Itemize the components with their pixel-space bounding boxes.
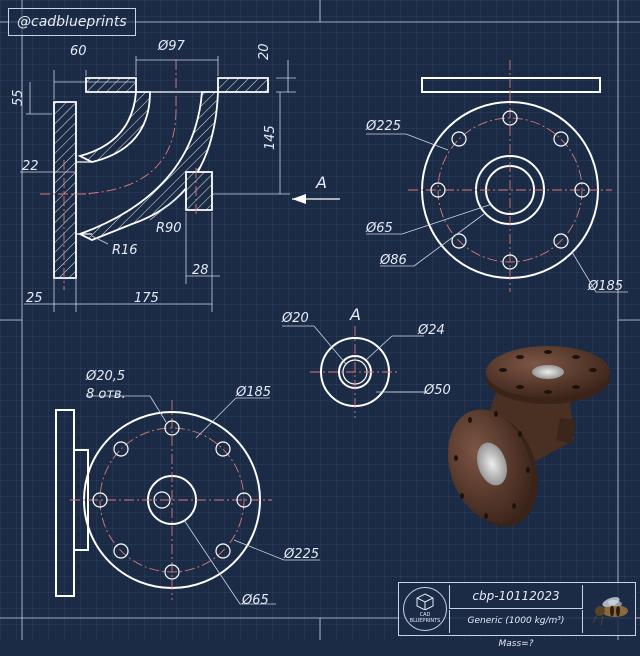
top-flange-left-section xyxy=(85,77,137,93)
outlet-boss-section xyxy=(185,171,213,211)
elbow-inner-wall-section xyxy=(77,91,219,241)
top-flange-view xyxy=(408,60,612,292)
part-number: cbp-10112023 xyxy=(449,585,583,609)
section-view xyxy=(40,60,269,290)
view-marker-a: A xyxy=(315,173,327,192)
logo-line-1: CAD xyxy=(419,612,431,618)
dim-outlet-length: 28 xyxy=(192,263,209,278)
material-info: Generic (1000 kg/m³) Mass=? xyxy=(449,610,583,649)
dim-flange-thickness: 20 xyxy=(257,43,272,60)
dim-top-flange-offset: 60 xyxy=(70,44,87,59)
logo-line-2: BLUEPRINTS xyxy=(409,618,441,624)
logo-badge: CAD BLUEPRINTS xyxy=(403,587,447,631)
bee-icon xyxy=(592,597,628,626)
dim-top-outer: Ø185 xyxy=(587,279,623,294)
detail-view-a: A Ø20 Ø24 Ø50 xyxy=(281,305,451,418)
blueprint-drawing: 60 Ø97 20 145 55 22 R90 R16 28 xyxy=(0,0,640,640)
top-flange-right-section xyxy=(217,77,269,93)
handle-tag: @cadblueprints xyxy=(8,8,136,36)
dim-side-height: 55 xyxy=(11,89,26,106)
dim-side-outer: Ø225 xyxy=(283,547,319,562)
dim-left-offset: 22 xyxy=(22,159,39,174)
render-side-bore xyxy=(477,442,507,486)
side-flange-edge xyxy=(55,409,75,597)
dim-top-bore: Ø65 xyxy=(365,221,393,236)
side-flange-view xyxy=(55,400,272,600)
dim-bend-radius: R90 xyxy=(156,221,182,236)
dim-side-bore: Ø65 xyxy=(241,593,269,608)
dim-top-pcd: Ø225 xyxy=(365,119,401,134)
section-view-dimensions: 60 Ø97 20 145 55 22 R90 R16 28 xyxy=(11,39,340,312)
dim-top-boss: Ø86 xyxy=(379,253,407,268)
detail-view-title: A xyxy=(349,305,361,324)
dim-side-bolt-hole: Ø20,5 xyxy=(85,369,125,384)
logo-text: CAD BLUEPRINTS xyxy=(404,612,446,624)
top-flange-side-outline xyxy=(421,77,601,93)
dim-fillet-radius: R16 xyxy=(112,243,138,258)
dim-detail-outer: Ø50 xyxy=(423,383,451,398)
title-block: CAD BLUEPRINTS cbp-10112023 Generic (100… xyxy=(398,582,636,649)
render-top-bore xyxy=(532,365,564,379)
left-flange-section xyxy=(53,101,77,279)
elbow-outer-wall-section xyxy=(77,91,151,163)
dim-horizontal-length: 175 xyxy=(134,291,159,306)
dim-detail-hole: Ø24 xyxy=(417,323,445,338)
top-flange-dimensions: Ø225 Ø65 Ø86 Ø185 xyxy=(365,119,628,294)
side-flange-dimensions: Ø20,5 8 отв. Ø185 Ø225 Ø65 xyxy=(85,369,320,608)
dim-side-pcd: Ø185 xyxy=(235,385,271,400)
cube-icon xyxy=(416,593,434,611)
dim-left-flange-thickness: 25 xyxy=(26,291,43,306)
dim-pipe-diameter: Ø97 xyxy=(157,39,186,54)
dim-detail-inner: Ø20 xyxy=(281,311,309,326)
view-arrow-head xyxy=(292,194,306,204)
dim-vertical-length: 145 xyxy=(263,125,278,150)
isometric-render xyxy=(447,346,610,527)
dim-side-bolt-count: 8 отв. xyxy=(86,387,126,402)
